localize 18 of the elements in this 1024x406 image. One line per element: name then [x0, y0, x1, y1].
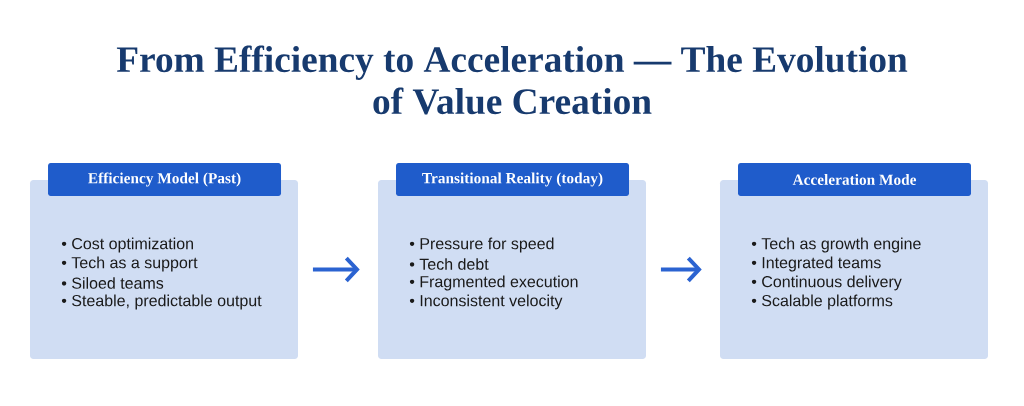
list-item: • Steable, predictable output	[61, 294, 262, 310]
list-item: • Integrated teams	[751, 256, 881, 272]
list-item: • Tech as growth engine	[751, 237, 921, 253]
list-item: • Tech debt	[409, 258, 489, 270]
list-item: • Continuous delivery	[751, 275, 902, 291]
list-item: • Inconsistent velocity	[409, 294, 563, 310]
list-item: • Tech as a support	[61, 256, 198, 272]
arrow	[312, 256, 360, 283]
heading-tab: Transitional Reality (today)	[396, 163, 629, 196]
list-item: • Cost optimization	[61, 237, 193, 253]
heading-tab: Efficiency Model (Past)	[48, 163, 281, 196]
arrow	[660, 256, 702, 283]
list-item: • Pressure for speed	[409, 237, 554, 253]
list-item: • Fragmented execution	[409, 275, 578, 291]
heading-tab: Acceleration Mode	[738, 163, 971, 196]
title: From Efficiency to Acceleration — The Evolution of Value Creation	[116, 45, 908, 115]
list-item: • Scalable platforms	[751, 294, 893, 310]
list-item: • Siloed teams	[61, 277, 164, 289]
